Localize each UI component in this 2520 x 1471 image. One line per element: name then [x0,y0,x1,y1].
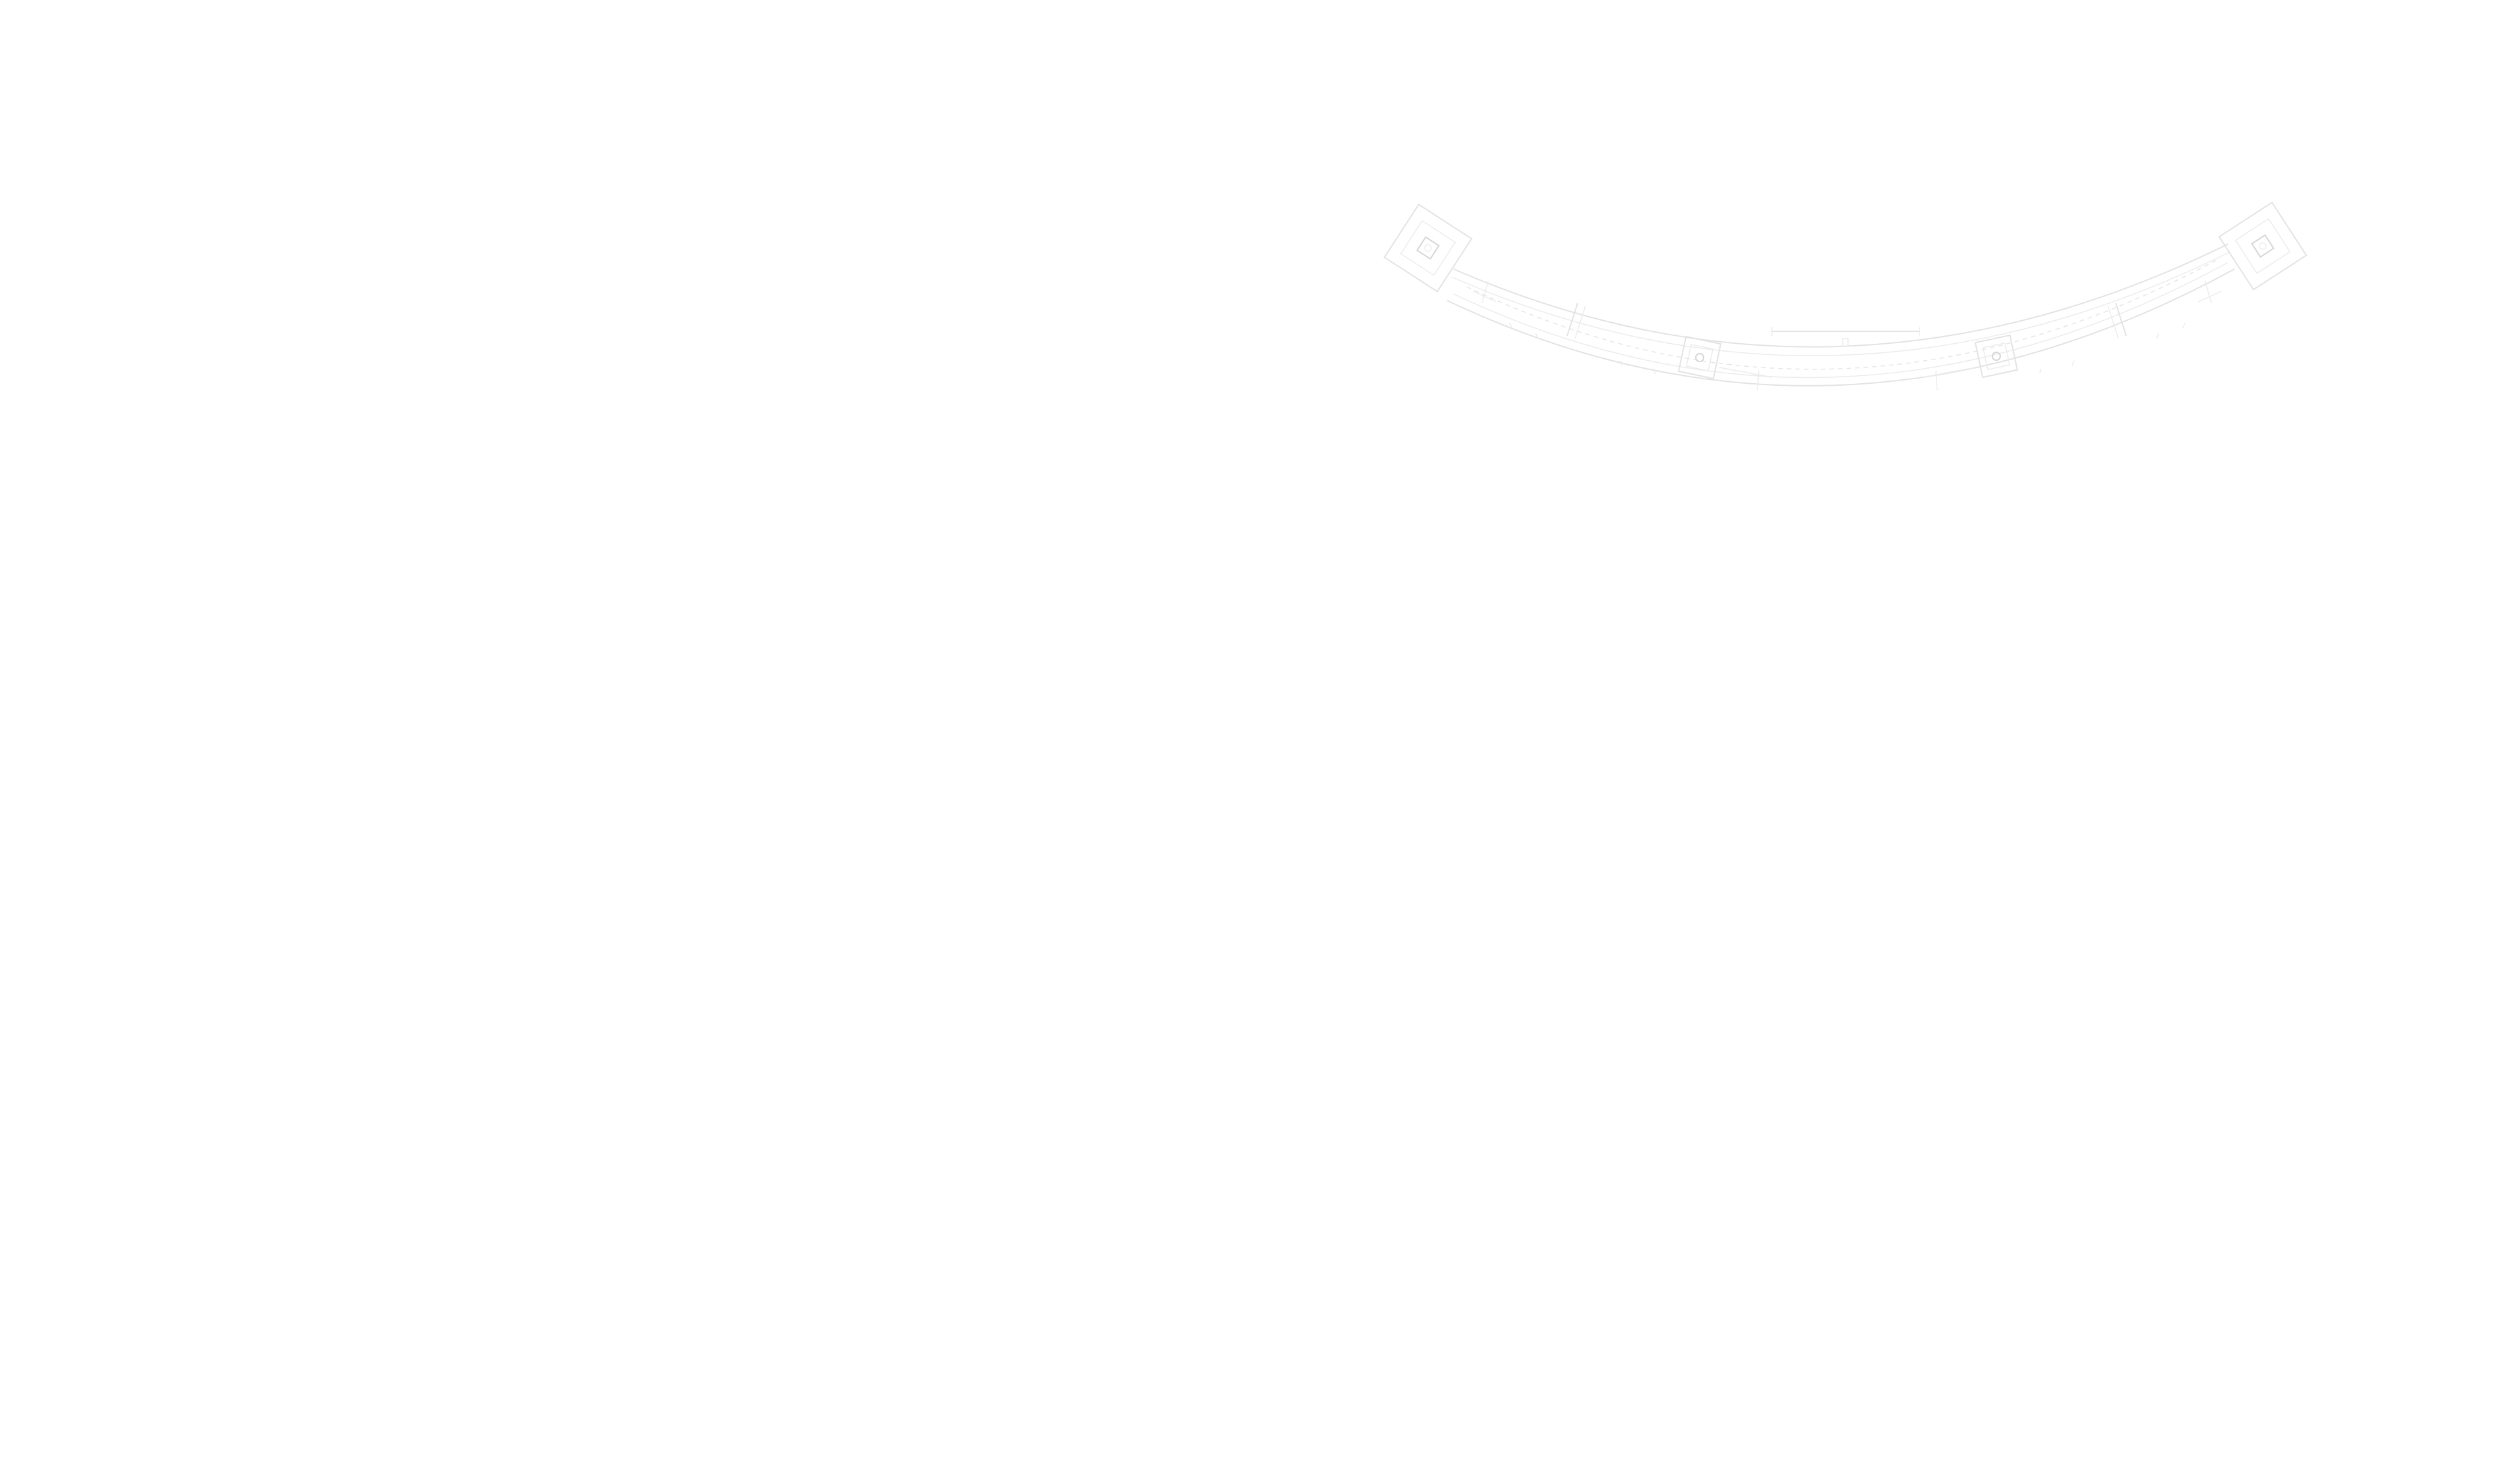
footing-bolt [1424,244,1432,252]
walkway [1446,243,2235,386]
footing-core [1416,236,1440,260]
dimension-marker [1842,338,1849,347]
paving-segments [1473,291,2222,378]
footing-outer [1383,203,1473,293]
joint-center-a [1757,370,1759,391]
joint-right-2 [2204,280,2212,304]
segment [1719,367,1773,378]
walkway-inner-edge [1453,243,2229,348]
column-bolt [1992,352,2001,361]
tick [2039,368,2042,375]
walkway-centerline [1466,259,2219,370]
footing-bolt [2259,242,2267,250]
joint-left-1b [1574,305,1586,339]
walkway-outer-edge-inner [1453,262,2229,379]
footing-left-end [1383,203,1473,293]
footing-right-end [2218,201,2307,291]
tick [2182,322,2186,329]
joint-center-b [1935,370,1938,391]
joint-left-1 [1566,302,1578,337]
tick [1509,322,1513,329]
column-bolt [1695,353,1704,362]
edge-ticks [1509,322,2186,375]
tick [2072,360,2074,367]
joint-right-1 [2115,302,2127,337]
column-inner [1982,342,2011,371]
footing-core [2251,234,2275,258]
walkway-joints [1481,280,2212,391]
walkway-outer-edge [1446,268,2235,386]
tick [1653,368,1656,375]
column-left-mid [1677,335,1722,380]
column-outer [1677,335,1722,380]
column-outer [1974,334,2019,379]
footing-outer [2218,201,2307,291]
segment [1473,291,1497,302]
footing-inner [2235,218,2291,274]
tick [2156,333,2160,339]
dimension-line [1771,327,1920,347]
joint-right-1b [2107,305,2119,339]
segment [1922,367,1976,378]
footing-inner [1400,220,1456,276]
walkway-inner-edge-2 [1451,251,2231,356]
tick [1620,360,1623,367]
tick [1535,333,1539,339]
joint-left-2 [1481,280,1489,304]
column-inner [1685,343,1714,372]
segment [2198,291,2222,302]
column-right-mid [1974,334,2019,379]
